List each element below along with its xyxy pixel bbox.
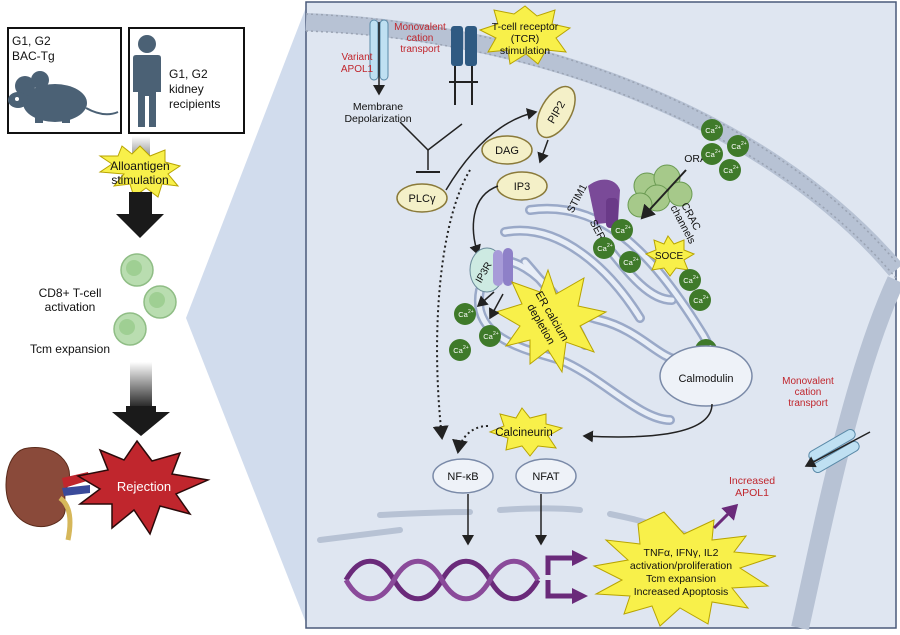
ca-label: Ca: [453, 346, 463, 355]
monovalent-top-line3: transport: [400, 44, 440, 55]
ca-label: Ca: [615, 226, 625, 235]
cd8-line1: CD8+ T-cell: [39, 286, 102, 300]
ca-charge: 2+: [715, 125, 721, 131]
ca-label: Ca: [731, 142, 741, 151]
er-depletion-burst: [494, 268, 608, 374]
alloantigen-line2: stimulation: [111, 173, 168, 187]
monovalent-top-line1: Monovalent: [394, 22, 446, 33]
outcome-line4: Increased Apoptosis: [634, 586, 729, 598]
tcr-line2: (TCR): [511, 33, 540, 45]
ca-charge: 2+: [693, 275, 699, 281]
pip2-node: [536, 85, 576, 139]
rejection-burst: [75, 439, 211, 536]
calcineurin-burst: [488, 407, 564, 457]
monovalent-right-line3: transport: [788, 398, 828, 409]
ca-charge: 2+: [625, 225, 631, 231]
ca-label: Ca: [693, 296, 703, 305]
calcium-ion-cluster-left: [449, 303, 501, 361]
t-cell-cluster: [113, 253, 177, 346]
monovalent-right-line1: Monovalent: [782, 376, 834, 387]
ca-label: Ca: [683, 276, 693, 285]
calcium-ion-cluster-er: [593, 219, 711, 311]
calmodulin-node: [659, 345, 753, 407]
apol1-channel-top: [369, 19, 389, 96]
calmodulin-label: Calmodulin: [678, 373, 733, 385]
tcr-line1: T-cell receptor: [492, 21, 559, 33]
arrow-stem-2: [130, 362, 152, 408]
ca-label: Ca: [705, 126, 715, 135]
kidney-icon: [5, 447, 90, 541]
apol1-channel-right: [804, 429, 871, 473]
membrane-line1: Membrane: [353, 101, 403, 113]
outcome-line1: TNFα, IFNγ, IL2: [644, 547, 719, 559]
ca-charge: 2+: [741, 141, 747, 147]
dag-node: [481, 135, 533, 165]
ca-charge: 2+: [733, 165, 739, 171]
ca-charge: 2+: [468, 309, 474, 315]
cell-panel: Variant APOL1 Monovalent cation transpor…: [305, 1, 900, 630]
soce-label: SOCE: [655, 251, 684, 262]
stim1-protein: [588, 179, 620, 228]
ca-label: Ca: [597, 244, 607, 253]
ca-charge: 2+: [607, 243, 613, 249]
nfat-node: [515, 458, 577, 494]
person-icon: [133, 35, 161, 127]
ca-label: Ca: [723, 166, 733, 175]
apol1-upregulation-arrow: [712, 503, 739, 530]
ca-charge: 2+: [463, 345, 469, 351]
increased-apol1-line2: APOL1: [735, 487, 769, 499]
ca-charge: 2+: [493, 331, 499, 337]
dag-label: DAG: [495, 145, 519, 157]
alloantigen-line1: Alloantigen: [110, 159, 169, 173]
tcm-label: Tcm expansion: [30, 342, 110, 356]
human-box-line3: recipients: [169, 97, 220, 111]
ca-labels: Ca Ca Ca Ca Ca Ca Ca Ca Ca Ca Ca Ca Ca: [453, 126, 741, 355]
membrane-line2: Depolarization: [344, 113, 411, 125]
ca-label: Ca: [458, 310, 468, 319]
ip3-label: IP3: [514, 181, 531, 193]
dna-transcription-arrows: [545, 555, 572, 599]
tcr-receptor-icon: [449, 26, 478, 105]
arrow-down-2: [112, 406, 170, 436]
mouse-icon: [8, 71, 119, 123]
human-box-line2: kidney: [169, 82, 204, 96]
ca-label: Ca: [705, 150, 715, 159]
calcium-ion-cluster-top: [701, 119, 749, 181]
mouse-box-line1: G1, G2: [12, 34, 51, 48]
ip3r-receptor: [469, 247, 513, 293]
nfat-label: NFAT: [532, 471, 560, 483]
dna-helix: [343, 558, 541, 602]
outcome-burst: [592, 511, 777, 627]
monovalent-top-line2: cation: [407, 33, 434, 44]
ca-label: Ca: [623, 258, 633, 267]
zoom-wedge: [186, 2, 308, 628]
ca-charge: 2+: [633, 257, 639, 263]
monovalent-right-line2: cation: [795, 387, 822, 398]
mouse-box-line2: BAC-Tg: [12, 49, 55, 63]
calcineurin-label: Calcineurin: [495, 427, 553, 439]
outcome-line2: activation/proliferation: [630, 560, 732, 572]
outcome-line3: Tcm expansion: [646, 573, 716, 585]
ca-charge: 2+: [715, 149, 721, 155]
membrane-band: [305, 13, 900, 276]
ca-label: Ca: [483, 332, 493, 341]
plcg-node: [396, 183, 448, 213]
arrow-down-1: [116, 192, 164, 238]
plcg-label: PLCγ: [409, 193, 436, 205]
variant-apol1-line1: Variant: [342, 52, 373, 63]
human-box-line1: G1, G2: [169, 67, 208, 81]
nfkb-label: NF-κB: [447, 471, 478, 483]
cd8-line2: activation: [45, 300, 96, 314]
variant-apol1-line2: APOL1: [341, 64, 374, 75]
rejection-label: Rejection: [117, 479, 171, 494]
increased-apol1-line1: Increased: [729, 475, 775, 487]
tcr-line3: stimulation: [500, 45, 550, 57]
left-panel: G1, G2 BAC-Tg G1, G2 kidney recipients A…: [5, 2, 308, 628]
nfkb-node: [432, 458, 494, 494]
tcr-burst: [478, 5, 572, 65]
ca-charge: 2+: [703, 295, 709, 301]
soce-burst: [644, 235, 696, 277]
